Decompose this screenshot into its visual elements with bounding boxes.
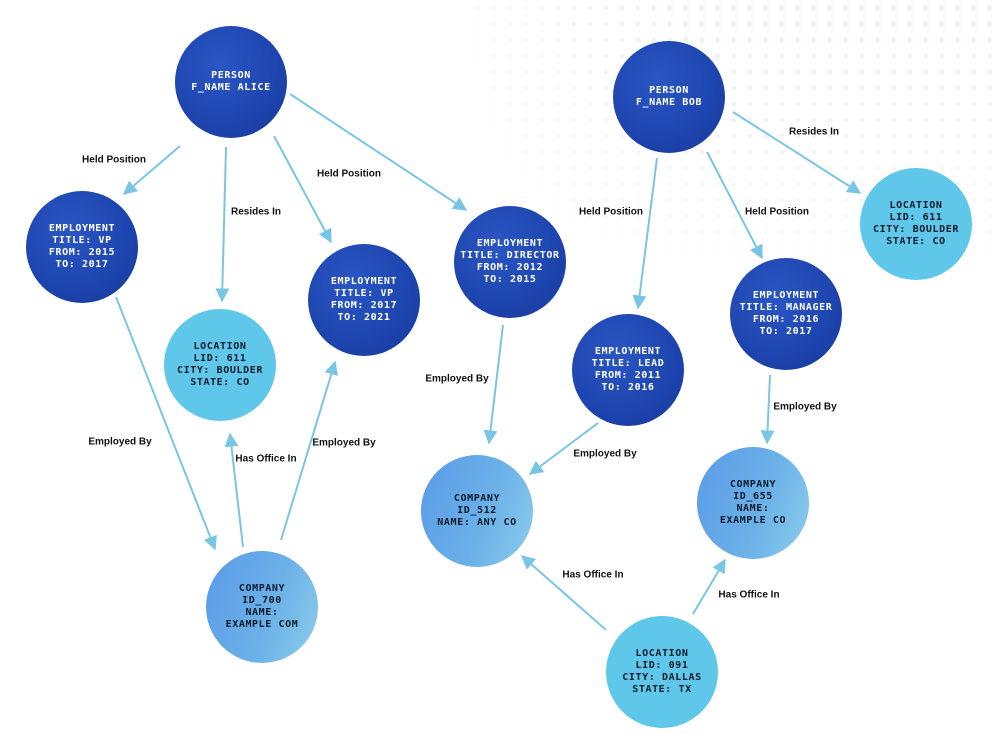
node-line: ID_512 bbox=[457, 505, 497, 516]
node-line: COMPANY bbox=[238, 583, 286, 594]
node-line: CITY: BOULDER bbox=[176, 365, 264, 376]
edge-label-resides-in: Resides In bbox=[230, 206, 282, 218]
edge-label-employed-by: Employed By bbox=[425, 373, 489, 385]
node-line: TO: 2017 bbox=[55, 259, 109, 270]
edge-label-employed-by: Employed By bbox=[573, 448, 637, 460]
node-line: FROM: 2015 bbox=[48, 247, 116, 258]
node-line: TITLE: LEAD bbox=[591, 358, 665, 369]
edge-emp_a2-to-co_700 bbox=[280, 360, 339, 541]
node-line: LID: 611 bbox=[889, 212, 943, 223]
node-line: ID_700 bbox=[242, 595, 282, 606]
edge-alice-to-emp_a3 bbox=[289, 93, 468, 211]
edge-label-held-position: Held Position bbox=[82, 154, 146, 166]
person-node-bob[interactable]: PERSON F_NAME BOB bbox=[613, 41, 725, 153]
edge-bob-to-loc_b bbox=[732, 111, 862, 194]
node-line: CITY: BOULDER bbox=[872, 224, 960, 235]
node-line: EXAMPLE COM bbox=[225, 619, 299, 630]
node-line: LID: 091 bbox=[635, 660, 689, 671]
node-line: NAME: ANY CO bbox=[437, 517, 517, 528]
edge-label-has-office-in: Has Office In bbox=[718, 589, 780, 601]
edge-label-held-position: Held Position bbox=[317, 168, 381, 180]
location-node-boulder-alice[interactable]: LOCATION LID: 611 CITY: BOULDER STATE: C… bbox=[164, 309, 276, 421]
node-line: EXAMPLE CO bbox=[719, 515, 787, 526]
edge-label-held-position: Held Position bbox=[745, 206, 809, 218]
node-line: LOCATION bbox=[193, 341, 247, 352]
node-line: TO: 2015 bbox=[483, 274, 537, 285]
edge-alice-to-emp_a2 bbox=[273, 135, 332, 244]
node-line: COMPANY bbox=[729, 479, 777, 490]
node-line: LID: 611 bbox=[193, 353, 247, 364]
node-line: EMPLOYMENT bbox=[594, 346, 662, 357]
edge-alice-to-emp_a1 bbox=[122, 145, 181, 195]
edge-emp_a3-to-co_512 bbox=[483, 324, 504, 445]
company-node-id-512[interactable]: COMPANY ID_512 NAME: ANY CO bbox=[421, 455, 533, 567]
node-line: STATE: TX bbox=[632, 684, 692, 695]
node-line: CITY: DALLAS bbox=[622, 672, 702, 683]
node-line: EMPLOYMENT bbox=[752, 290, 820, 301]
edge-emp_a1-to-co_700 bbox=[115, 296, 217, 551]
edge-label-held-position: Held Position bbox=[579, 206, 643, 218]
node-line: TO: 2017 bbox=[759, 326, 813, 337]
node-line: TO: 2016 bbox=[601, 382, 655, 393]
location-node-boulder-bob[interactable]: LOCATION LID: 611 CITY: BOULDER STATE: C… bbox=[860, 168, 972, 280]
edge-co_700-to-loc_a bbox=[224, 432, 244, 548]
edge-label-employed-by: Employed By bbox=[312, 437, 376, 449]
node-line: F_NAME BOB bbox=[635, 97, 703, 108]
node-line: TITLE: VP bbox=[334, 288, 394, 299]
employment-node-vp-2017[interactable]: EMPLOYMENT TITLE: VP FROM: 2017 TO: 2021 bbox=[308, 244, 420, 356]
node-line: FROM: 2012 bbox=[476, 262, 544, 273]
edge-label-resides-in: Resides In bbox=[788, 126, 840, 138]
node-line: EMPLOYMENT bbox=[48, 223, 116, 234]
node-line: FROM: 2017 bbox=[330, 300, 398, 311]
node-line: LOCATION bbox=[635, 648, 689, 659]
company-node-id-655[interactable]: COMPANY ID_655 NAME: EXAMPLE CO bbox=[697, 447, 809, 559]
node-line: TO: 2021 bbox=[337, 312, 391, 323]
node-line: TITLE: VP bbox=[52, 235, 112, 246]
node-line: COMPANY bbox=[453, 493, 501, 504]
edge-alice-to-loc_a bbox=[215, 146, 230, 303]
edge-emp_b1-to-co_512 bbox=[528, 422, 599, 475]
node-line: LOCATION bbox=[889, 200, 943, 211]
node-line: NAME: bbox=[245, 607, 279, 618]
edge-emp_b2-to-co_655 bbox=[760, 374, 775, 445]
node-line: FROM: 2011 bbox=[594, 370, 662, 381]
employment-node-vp-2015[interactable]: EMPLOYMENT TITLE: VP FROM: 2015 TO: 2017 bbox=[26, 191, 138, 303]
edge-label-employed-by: Employed By bbox=[773, 401, 837, 413]
node-line: PERSON bbox=[211, 70, 251, 81]
node-line: F_NAME ALICE bbox=[191, 82, 271, 93]
node-line: STATE: CO bbox=[886, 236, 946, 247]
edge-label-has-office-in: Has Office In bbox=[235, 453, 297, 465]
edge-loc_dal-to-co_655 bbox=[692, 558, 726, 615]
node-line: TITLE: MANAGER bbox=[739, 302, 833, 313]
edge-label-has-office-in: Has Office In bbox=[562, 569, 624, 581]
node-line: FROM: 2016 bbox=[752, 314, 820, 325]
node-line: EMPLOYMENT bbox=[330, 276, 398, 287]
node-line: NAME: bbox=[736, 503, 770, 514]
location-node-dallas[interactable]: LOCATION LID: 091 CITY: DALLAS STATE: TX bbox=[606, 616, 718, 728]
company-node-id-700[interactable]: COMPANY ID_700 NAME: EXAMPLE COM bbox=[206, 551, 318, 663]
node-line: PERSON bbox=[649, 85, 689, 96]
employment-node-director[interactable]: EMPLOYMENT TITLE: DIRECTOR FROM: 2012 TO… bbox=[454, 206, 566, 318]
person-node-alice[interactable]: PERSON F_NAME ALICE bbox=[175, 26, 287, 138]
node-line: TITLE: DIRECTOR bbox=[460, 250, 560, 261]
edge-bob-to-emp_b2 bbox=[706, 151, 763, 260]
node-line: ID_655 bbox=[733, 491, 773, 502]
edge-loc_dal-to-co_512 bbox=[520, 555, 607, 631]
node-line: STATE: CO bbox=[190, 377, 250, 388]
employment-node-manager[interactable]: EMPLOYMENT TITLE: MANAGER FROM: 2016 TO:… bbox=[730, 258, 842, 370]
edge-label-employed-by: Employed By bbox=[88, 436, 152, 448]
edge-bob-to-emp_b1 bbox=[632, 157, 658, 310]
node-line: EMPLOYMENT bbox=[476, 238, 544, 249]
employment-node-lead[interactable]: EMPLOYMENT TITLE: LEAD FROM: 2011 TO: 20… bbox=[572, 314, 684, 426]
